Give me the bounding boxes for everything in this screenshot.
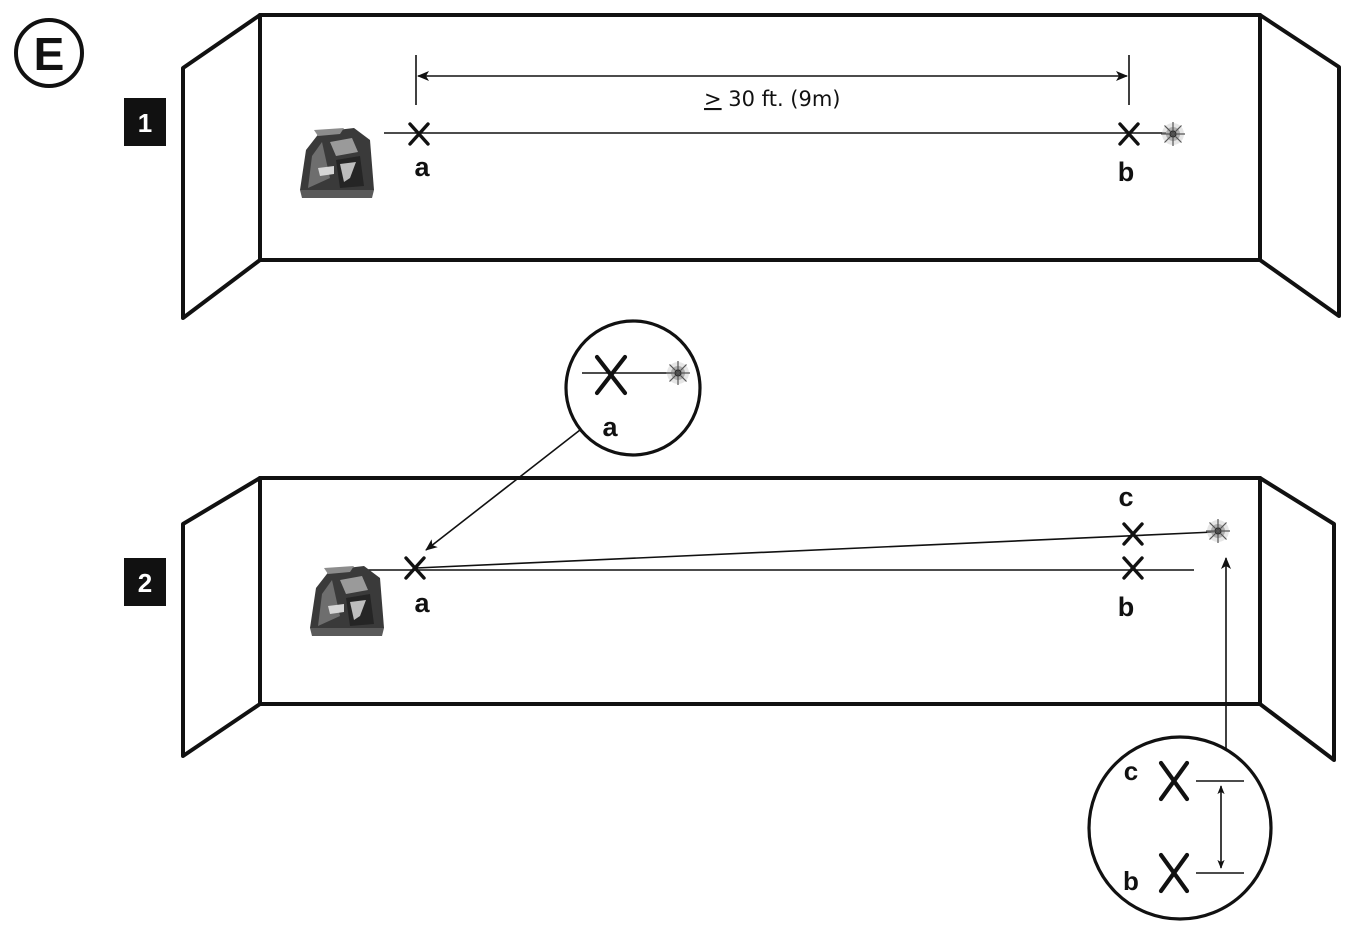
step-1-panel: 1 > 30 ft. (9m) a b — [124, 13, 1341, 320]
x-mark-icon — [1158, 852, 1190, 894]
step-2-number: 2 — [138, 568, 152, 598]
step-1-laser-dot-icon — [1160, 121, 1186, 147]
step-1-badge: 1 — [124, 98, 166, 146]
x-mark-icon — [594, 354, 628, 396]
step-1-mark-b: b — [1118, 122, 1140, 187]
step-2-panel: 2 a c b — [124, 319, 1336, 921]
x-mark-icon — [1158, 760, 1190, 802]
step-2-point-c-label: c — [1118, 482, 1133, 512]
distance-value: 30 ft. (9m) — [722, 87, 841, 111]
step-2-point-a-label: a — [414, 588, 430, 618]
step-1-left-wall — [181, 13, 262, 320]
step-2-point-b-label: b — [1118, 592, 1135, 622]
step-2-mark-b: b — [1118, 556, 1144, 622]
step-1-back-wall — [258, 13, 1262, 262]
zoom-c-label: c — [1124, 756, 1138, 786]
x-mark-icon — [408, 122, 430, 146]
step-2-right-wall — [1258, 476, 1336, 762]
step-1-right-wall — [1258, 13, 1341, 318]
distance-label: > 30 ft. (9m) — [704, 87, 841, 111]
step-2-back-wall — [258, 476, 1262, 706]
step-1-point-b-label: b — [1118, 157, 1135, 187]
figure-letter-badge: E — [14, 18, 84, 88]
step-2-mark-a: a — [404, 556, 430, 618]
x-mark-icon — [1122, 556, 1144, 580]
step-1-number: 1 — [138, 108, 152, 138]
x-mark-icon — [1118, 122, 1140, 146]
step-1-distance-dimension: > 30 ft. (9m) — [415, 55, 1130, 111]
x-mark-icon — [404, 556, 426, 580]
step-1-mark-a: a — [408, 122, 430, 182]
zoom-a-label: a — [602, 412, 618, 442]
zoom-b-label: b — [1123, 866, 1139, 896]
x-mark-icon — [1122, 522, 1144, 546]
step-2-mark-c: c — [1118, 482, 1144, 546]
step-2-left-wall — [181, 476, 262, 758]
zoom-bubble-a: a — [564, 319, 702, 457]
zoom-bubble-cb: c b — [1087, 735, 1273, 921]
distance-symbol: > — [704, 87, 722, 111]
step-2-laser-beam — [415, 531, 1215, 569]
figure-letter: E — [34, 28, 65, 80]
step-1-point-a-label: a — [414, 152, 430, 182]
zoom-a-laser-dot-icon — [665, 360, 691, 386]
step-2-badge: 2 — [124, 558, 166, 606]
zoom-a-leader-arrow — [425, 429, 581, 551]
step-2-laser-dot-icon — [1205, 518, 1231, 544]
